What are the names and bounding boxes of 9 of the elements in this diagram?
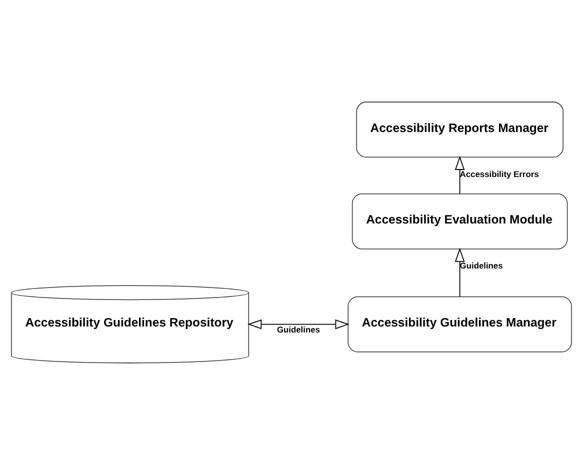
arrow: [454, 155, 465, 194]
arrow: [454, 247, 465, 297]
edge-label: Guidelines: [460, 260, 503, 270]
node-box: Accessibility Guidelines Manager: [348, 296, 572, 352]
node-box: Accessibility Reports Manager: [356, 101, 564, 158]
arrow: [248, 318, 350, 329]
node-box: Accessibility Evaluation Module: [352, 192, 568, 249]
edge-label: Guidelines: [276, 324, 320, 334]
edge-label: Accessibility Errors: [460, 168, 539, 178]
